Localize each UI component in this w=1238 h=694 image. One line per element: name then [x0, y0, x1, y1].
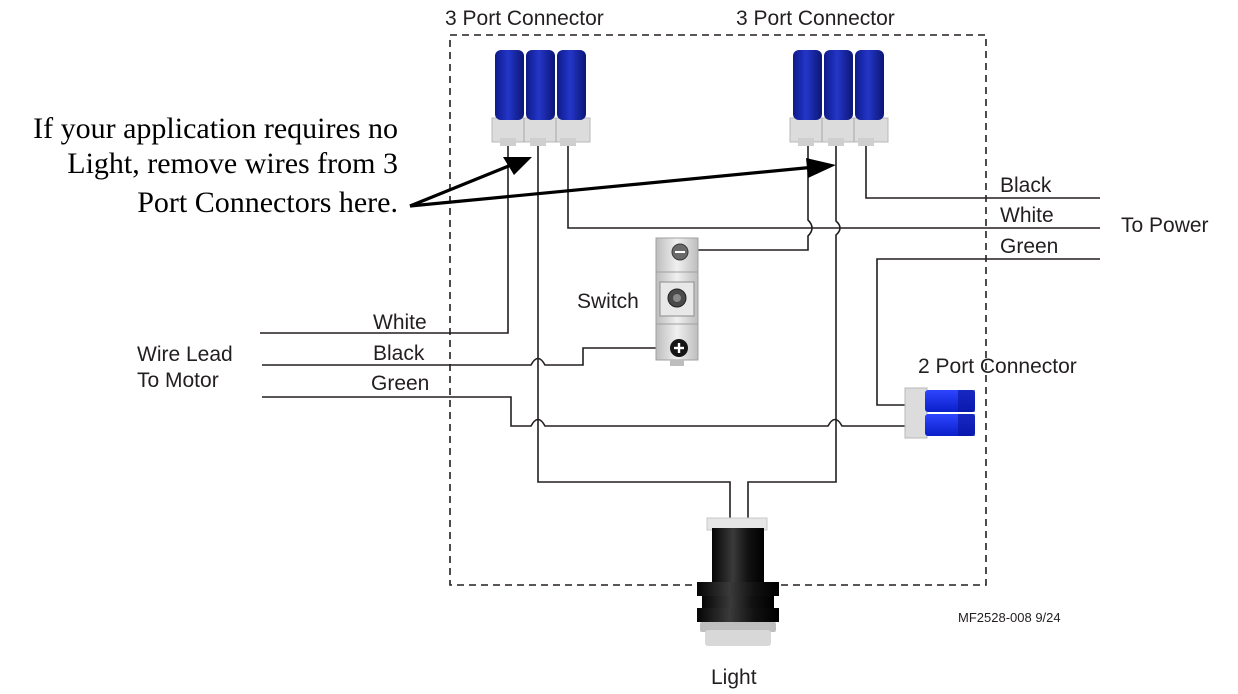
- wire-motor-white: [260, 145, 509, 334]
- screw-terminal-icon: [671, 243, 689, 261]
- wire-power-white: [567, 145, 1100, 229]
- note-line-2: Light, remove wires from 3: [67, 147, 398, 180]
- two-port-connector: [904, 387, 975, 439]
- three-port-connector-left: [491, 50, 591, 146]
- two-port-label: 2 Port Connector: [918, 355, 1077, 378]
- wire-right-to-light: [747, 145, 841, 520]
- screw-terminal-icon: [667, 288, 687, 308]
- switch-label: Switch: [577, 290, 639, 313]
- motor-green-label: Green: [371, 372, 429, 395]
- to-power-label: To Power: [1121, 214, 1209, 237]
- connector-left-label: 3 Port Connector: [445, 7, 604, 30]
- motor-black-label: Black: [373, 342, 425, 365]
- wire-right-to-switch: [683, 145, 813, 251]
- power-black-label: Black: [1000, 174, 1052, 197]
- connector-right-label: 3 Port Connector: [736, 7, 895, 30]
- switch: [655, 237, 699, 366]
- light-label: Light: [711, 666, 757, 689]
- enclosure-border: [449, 34, 987, 586]
- wire-lead-label-line2: To Motor: [137, 369, 219, 392]
- callout-arrows: [409, 157, 836, 208]
- lamp-socket-icon: [697, 517, 779, 646]
- three-port-connector-right: [789, 50, 889, 146]
- wire-motor-green: [262, 396, 908, 427]
- note-line-3: Port Connectors here.: [137, 186, 398, 219]
- screw-terminal-icon: [670, 339, 688, 357]
- wire-left-to-light: [537, 145, 731, 520]
- wire-motor-black: [262, 347, 680, 366]
- wire-lead-label-line1: Wire Lead: [137, 343, 233, 366]
- wire-power-green: [876, 258, 1100, 406]
- motor-white-label: White: [373, 311, 427, 334]
- wire-power-black: [865, 145, 1100, 199]
- wires: [260, 145, 1100, 520]
- drawing-code: MF2528-008 9/24: [958, 610, 1061, 625]
- power-green-label: Green: [1000, 235, 1058, 258]
- note-line-1: If your application requires no: [33, 112, 398, 145]
- power-white-label: White: [1000, 204, 1054, 227]
